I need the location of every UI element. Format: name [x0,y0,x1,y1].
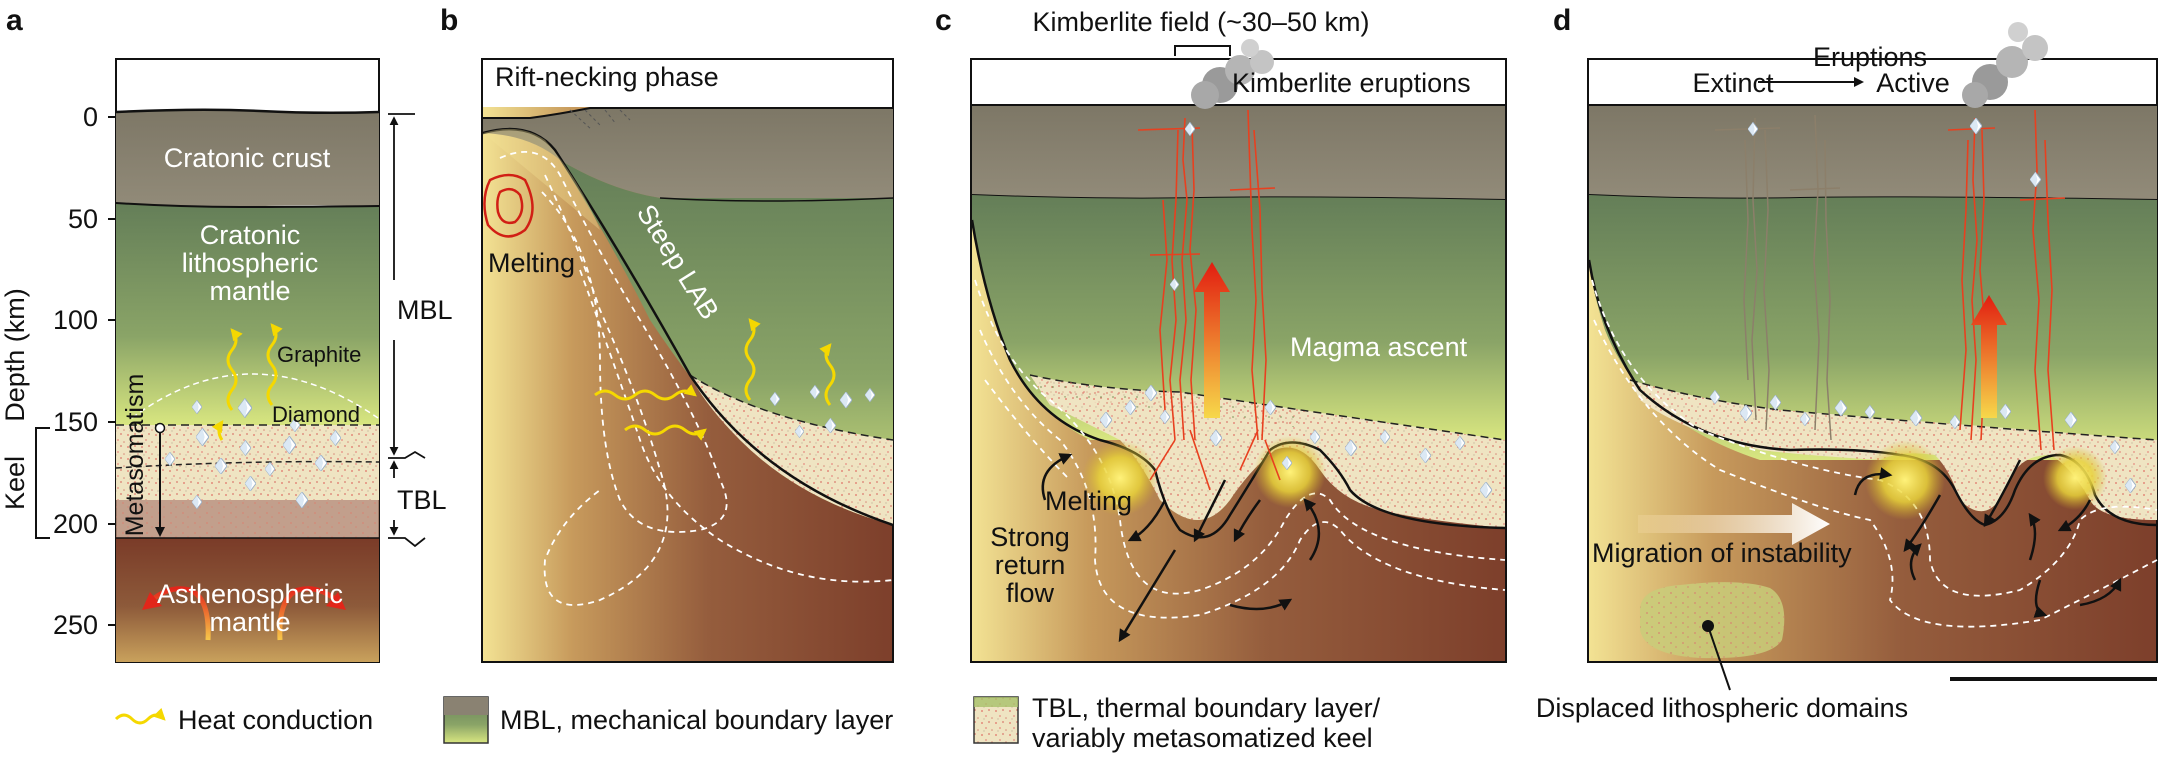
asth-mantle-line-1: Asthenospheric [157,579,343,609]
tick-50: 50 [68,204,98,234]
asthenosphere-layer [116,538,379,662]
depth-axis-tick-labels: 0 50 100 150 200 250 [53,102,98,640]
magma-ascent-label: Magma ascent [1290,332,1468,362]
tick-150: 150 [53,407,98,437]
heat-conduction-arrows-a [211,323,283,441]
eruption-plume-c [1191,39,1274,109]
panel-a-label: a [6,4,23,37]
legend-tbl-line2: variably metasomatized keel [1032,723,1373,753]
tbl-label: TBL [397,485,447,515]
tick-0: 0 [83,102,98,132]
rift-necking-label: Rift-necking phase [495,62,719,92]
panel-d: d [1536,4,2158,723]
active-label: Active [1876,68,1950,98]
legend-mbl-label: MBL, mechanical boundary layer [500,705,893,735]
convection-arrows-a [142,586,346,641]
crust-layer-d [1589,105,2157,200]
lith-mantle-layer-d [1589,195,2157,460]
panel-a: a [0,4,453,663]
heat-conduction-swatch [114,707,166,725]
lith-mantle-layer-c [972,195,1505,440]
legend-heat-conduction: Heat conduction [114,705,373,735]
migration-label: Migration of instability [1592,538,1852,568]
panel-d-label: d [1553,4,1571,37]
lith-mantle-line-1: Cratonic [200,220,301,250]
depth-axis-label: Depth (km) [0,288,30,422]
panel-b: b [440,4,894,663]
kimberlite-field-bracket [1174,45,1231,56]
panel-b-label: b [440,4,458,37]
extinct-label: Extinct [1692,68,1774,98]
mbl-tbl-brackets [388,113,426,548]
crust-layer-c [972,105,1505,200]
tick-250: 250 [53,610,98,640]
return-flow-line-3: flow [1006,578,1055,608]
lith-mantle-line-2: lithospheric [182,248,319,278]
eruption-plume-d [1962,22,2048,108]
flow-lines-c [974,279,1506,619]
cratonic-crust-layer [116,109,379,208]
melt-zone-c-1 [1082,440,1158,516]
tick-100: 100 [53,305,98,335]
steep-lab-boundary [482,127,894,527]
keel-bracket [35,427,50,539]
magma-ascent-arrow-c [1194,262,1230,418]
cratonic-crust-label: Cratonic crust [164,143,331,173]
panel-c-label: c [935,4,952,37]
eruptions-label: Eruptions [1813,42,1927,72]
melting-label-b: Melting [488,248,575,278]
metasomatism-label: Metasomatism [121,374,149,537]
panel-c: c [935,4,1507,663]
legend-heat-label: Heat conduction [178,705,373,735]
lithospheric-mantle-layer [116,203,379,425]
legend-tbl-line1: TBL, thermal boundary layer/ [1032,693,1381,723]
flow-arrows-d [1853,459,2122,618]
melt-zone-d-2 [2043,446,2107,510]
kimberlite-eruptions-label: Kimberlite eruptions [1232,68,1471,98]
displaced-domains-label: Displaced lithospheric domains [1536,693,1908,723]
keel-label: Keel [0,456,30,510]
legend-tbl: TBL, thermal boundary layer/ variably me… [973,693,1381,753]
kimberlite-field-label: Kimberlite field (~30–50 km) [1033,7,1370,37]
lith-mantle-line-3: mantle [209,276,290,306]
flow-lines-b [499,150,894,606]
magma-ascent-arrow-d [1971,295,2007,418]
crust-layer-b [483,108,893,198]
legend-mbl: MBL, mechanical boundary layer [443,696,893,744]
asth-mantle-line-2: mantle [209,607,290,637]
graphite-label: Graphite [277,342,361,367]
lab-boundary-c [970,219,1506,539]
graphite-diamond-transition [131,373,379,419]
tbl-layer-b [690,375,893,525]
kimberlite-dikes-c [1137,109,1281,491]
depth-axis-ticks [108,116,116,626]
heat-arrows-b [594,318,836,441]
return-flow-line-1: Strong [990,522,1070,552]
return-flow-arrows-c [1041,453,1321,643]
mbl-label: MBL [397,295,453,325]
legend: Heat conduction MBL, mechanical boundary… [114,693,1381,753]
return-flow-line-2: return [995,550,1066,580]
flow-lines-d [1591,279,2158,628]
displaced-domain-leader [1707,625,1731,691]
migration-arrow [1638,503,1830,545]
extinct-dikes-d [1714,114,1841,441]
melting-label-c: Melting [1045,486,1132,516]
diamond-label: Diamond [272,402,360,427]
melt-zone-c-2 [1254,436,1326,508]
melting-contours-b [483,173,534,238]
tick-200: 200 [53,509,98,539]
melt-zone-d-1 [1865,440,1945,520]
